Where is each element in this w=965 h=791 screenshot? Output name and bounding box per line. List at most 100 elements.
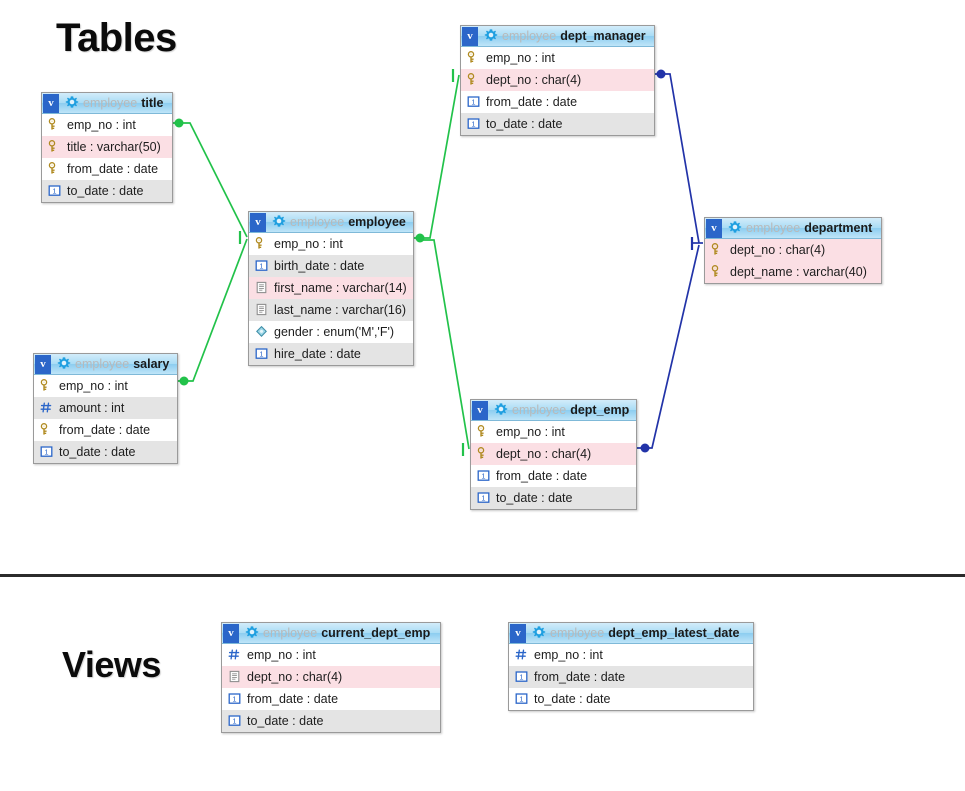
relationship-salary-employee	[178, 238, 248, 386]
column-row[interactable]: dept_no : char(4)	[222, 666, 440, 688]
hash-icon	[40, 401, 53, 414]
column-row[interactable]: 1 to_date : date	[42, 180, 172, 202]
column-label: from_date : date	[486, 94, 578, 109]
column-row[interactable]: emp_no : int	[222, 644, 440, 666]
column-label: to_date : date	[486, 116, 563, 131]
column-label: to_date : date	[67, 183, 144, 198]
v-badge-icon: v	[472, 401, 488, 420]
column-row[interactable]: emp_no : int	[249, 233, 413, 255]
column-label: to_date : date	[59, 444, 136, 459]
column-label: title : varchar(50)	[67, 139, 161, 154]
column-row[interactable]: 1 hire_date : date	[249, 343, 413, 365]
column-row[interactable]: emp_no : int	[42, 114, 172, 136]
column-row[interactable]: 1 from_date : date	[461, 91, 654, 113]
text-icon	[228, 670, 241, 683]
schema-name: employee	[512, 403, 567, 417]
column-label: emp_no : int	[59, 378, 128, 393]
svg-text:1: 1	[471, 97, 475, 106]
key-icon	[477, 447, 490, 460]
gear-icon	[531, 625, 547, 641]
column-row[interactable]: dept_no : char(4)	[471, 443, 636, 465]
section-divider	[0, 574, 965, 577]
column-row[interactable]: last_name : varchar(16)	[249, 299, 413, 321]
column-row[interactable]: from_date : date	[42, 158, 172, 180]
gear-icon	[493, 402, 509, 418]
section-title-tables: Tables	[56, 16, 177, 60]
column-row[interactable]: from_date : date	[34, 419, 177, 441]
column-row[interactable]: amount : int	[34, 397, 177, 419]
calendar-icon: 1	[48, 184, 61, 197]
svg-text:1: 1	[232, 716, 236, 725]
calendar-icon: 1	[467, 117, 480, 130]
column-row[interactable]: dept_no : char(4)	[705, 239, 881, 261]
column-label: emp_no : int	[486, 50, 555, 65]
column-label: dept_name : varchar(40)	[730, 264, 867, 279]
entity-name: dept_emp	[570, 403, 630, 417]
column-row[interactable]: title : varchar(50)	[42, 136, 172, 158]
svg-text:1: 1	[259, 261, 263, 270]
key-icon	[48, 140, 61, 153]
gear-icon	[483, 28, 499, 44]
column-row[interactable]: emp_no : int	[471, 421, 636, 443]
column-row[interactable]: first_name : varchar(14)	[249, 277, 413, 299]
column-row[interactable]: emp_no : int	[34, 375, 177, 397]
key-icon	[40, 423, 53, 436]
entity-name: dept_emp_latest_date	[608, 626, 740, 640]
text-icon	[255, 281, 268, 294]
column-row[interactable]: emp_no : int	[461, 47, 654, 69]
svg-text:1: 1	[519, 672, 523, 681]
key-icon	[40, 379, 53, 392]
column-row[interactable]: emp_no : int	[509, 644, 753, 666]
v-badge-icon: v	[223, 624, 239, 643]
section-title-views: Views	[62, 644, 161, 685]
column-label: emp_no : int	[534, 647, 603, 662]
key-icon	[255, 237, 268, 250]
column-label: emp_no : int	[67, 117, 136, 132]
key-icon	[477, 425, 490, 438]
column-row[interactable]: 1 to_date : date	[461, 113, 654, 135]
entity-name: title	[141, 96, 164, 110]
column-label: from_date : date	[247, 691, 339, 706]
column-label: from_date : date	[59, 422, 151, 437]
key-icon	[467, 51, 480, 64]
column-label: last_name : varchar(16)	[274, 302, 407, 317]
column-label: hire_date : date	[274, 346, 361, 361]
column-row[interactable]: gender : enum('M','F')	[249, 321, 413, 343]
key-icon	[467, 73, 480, 86]
column-row[interactable]: dept_no : char(4)	[461, 69, 654, 91]
gear-icon	[727, 220, 743, 236]
svg-text:1: 1	[259, 349, 263, 358]
column-label: dept_no : char(4)	[486, 72, 582, 87]
column-row[interactable]: dept_name : varchar(40)	[705, 261, 881, 283]
v-badge-icon: v	[250, 213, 266, 232]
entity-name: salary	[133, 357, 170, 371]
entity-name: dept_manager	[560, 29, 646, 43]
v-badge-icon: v	[510, 624, 526, 643]
svg-text:1: 1	[471, 119, 475, 128]
